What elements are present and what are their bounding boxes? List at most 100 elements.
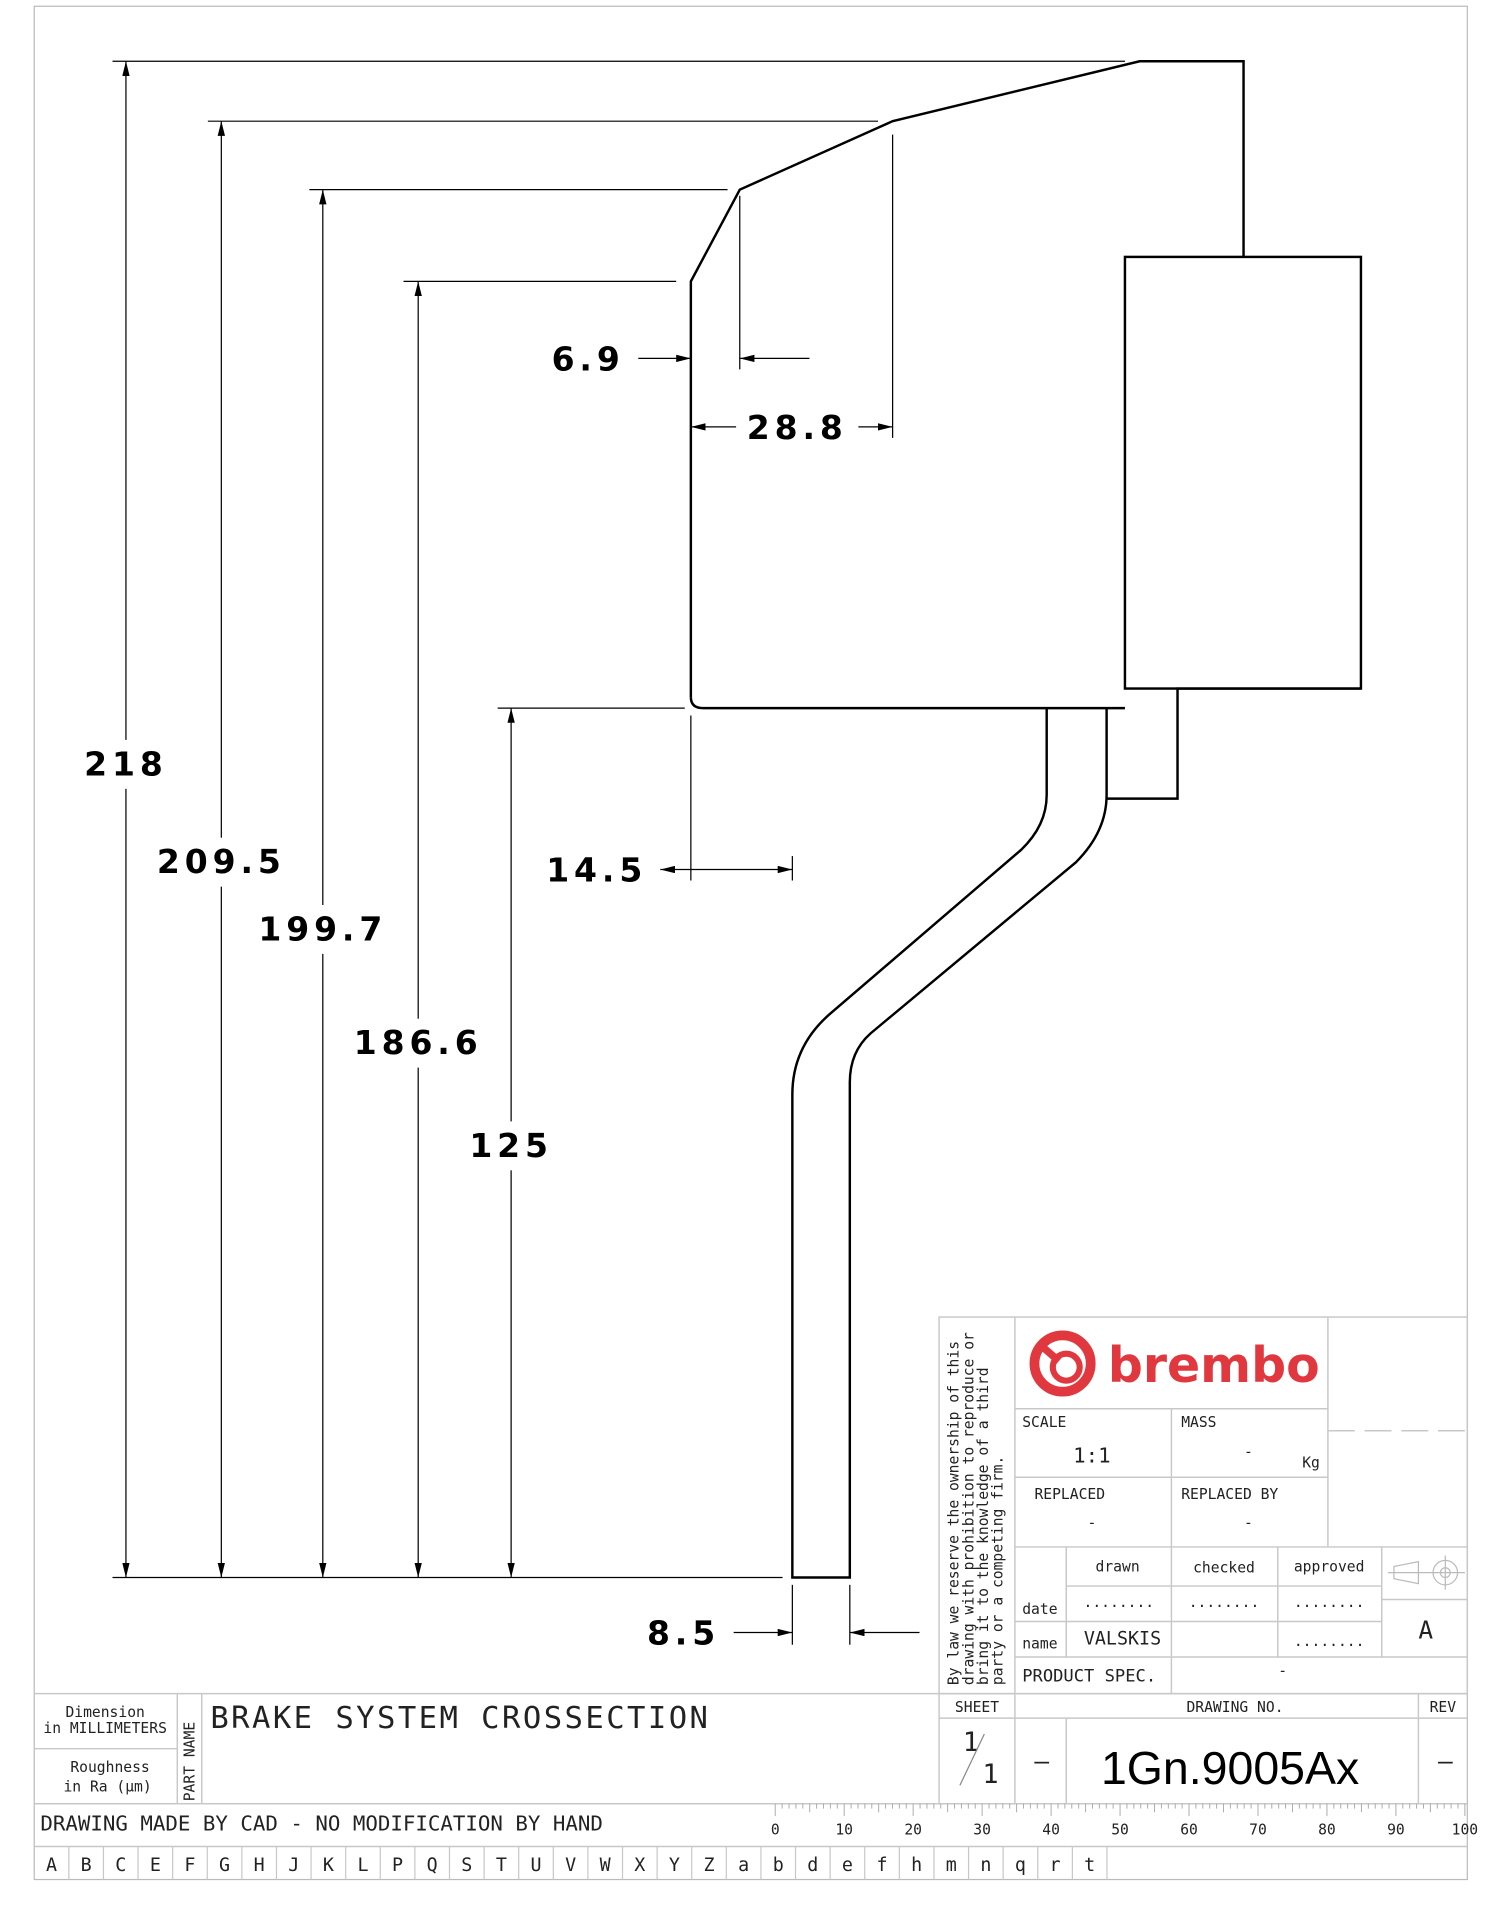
- drawing-no-label: DRAWING NO.: [1186, 1699, 1283, 1716]
- dimension-value: 8.5: [647, 1614, 720, 1653]
- grid-letter: r: [1050, 1855, 1061, 1876]
- replaced-by-value: -: [1244, 1514, 1253, 1531]
- grid-letter: X: [634, 1855, 645, 1876]
- grid-letter: P: [392, 1855, 403, 1876]
- ruler-label: 70: [1249, 1821, 1267, 1838]
- replaced-label: REPLACED: [1034, 1486, 1105, 1503]
- projection-letter: A: [1418, 1616, 1433, 1645]
- grid-letter: q: [1015, 1855, 1026, 1876]
- dimension-209-5: 209.5: [156, 121, 287, 1578]
- dimension-6-9: 6.9: [552, 340, 810, 379]
- grid-letter: S: [461, 1855, 472, 1876]
- ruler-label: 20: [904, 1821, 922, 1838]
- ruler-label: 10: [835, 1821, 853, 1838]
- date-approved: ........: [1294, 1594, 1365, 1611]
- product-spec-label: PRODUCT SPEC.: [1022, 1666, 1156, 1686]
- grid-letter: E: [150, 1855, 161, 1876]
- mass-value: -: [1244, 1443, 1253, 1460]
- dimension-value: 14.5: [546, 851, 647, 890]
- grid-letter: G: [219, 1855, 230, 1876]
- rev-value: —: [1438, 1746, 1453, 1775]
- name-label: name: [1022, 1635, 1057, 1652]
- ruler-label: 80: [1318, 1821, 1336, 1838]
- name-approved: ........: [1294, 1633, 1365, 1650]
- extension-lines: [112, 60, 1125, 1645]
- grid-letter: U: [530, 1855, 541, 1876]
- dimension-value: 186.6: [354, 1023, 483, 1062]
- dimension-value: 125: [469, 1126, 553, 1165]
- part-outline: [689, 60, 1363, 1579]
- sheet-border: [33, 5, 1468, 1881]
- brembo-logo: brembo: [1029, 1330, 1320, 1397]
- disclaimer-line: drawing with prohibition to reproduce or: [960, 1332, 977, 1685]
- part-name-label: PART NAME: [181, 1722, 198, 1801]
- grid-letter: Z: [703, 1855, 714, 1876]
- mass-unit: Kg: [1302, 1454, 1320, 1471]
- date-checked: ........: [1189, 1594, 1260, 1611]
- ruler-label: 60: [1180, 1821, 1198, 1838]
- projection-symbol-icon: [1387, 1555, 1465, 1590]
- grid-letter: T: [496, 1855, 507, 1876]
- dimension-125: 125: [469, 708, 553, 1578]
- scale-value: 1:1: [1073, 1444, 1111, 1468]
- title-block-grid: [34, 1316, 1469, 1848]
- grid-letter: B: [81, 1855, 92, 1876]
- date-drawn: ........: [1084, 1594, 1155, 1611]
- grid-letter: F: [184, 1855, 195, 1876]
- grid-letter: t: [1084, 1855, 1095, 1876]
- grid-letter: H: [254, 1855, 265, 1876]
- mass-label: MASS: [1181, 1414, 1216, 1431]
- sheet-fraction-slash: [959, 1733, 985, 1786]
- grid-letter: a: [738, 1855, 749, 1876]
- sheet-number: 1: [963, 1727, 979, 1758]
- disclaimer-line: party or a competing firm.: [990, 1456, 1007, 1685]
- rev-label: REV: [1430, 1699, 1457, 1716]
- part-name: BRAKE SYSTEM CROSSECTION: [210, 1701, 710, 1736]
- sheet-dash: —: [1034, 1746, 1049, 1775]
- brand-name: brembo: [1108, 1337, 1320, 1394]
- disclaimer-line: bring it to the knowledge of a third: [975, 1367, 992, 1685]
- grid-letter: C: [115, 1855, 126, 1876]
- disclaimer-line: By law we reserve the ownership of this: [946, 1341, 963, 1685]
- roughness-note-unit: in Ra (µm): [63, 1778, 151, 1795]
- grid-letter: K: [323, 1855, 334, 1876]
- drawn-label: drawn: [1096, 1558, 1140, 1575]
- name-drawn: VALSKIS: [1084, 1629, 1161, 1650]
- cad-note: DRAWING MADE BY CAD - NO MODIFICATION BY…: [40, 1812, 603, 1836]
- dimension-28-8: 28.8: [690, 403, 893, 451]
- grid-letter: J: [288, 1855, 299, 1876]
- grid-letter: Y: [669, 1855, 680, 1876]
- ruler-label: 50: [1111, 1821, 1129, 1838]
- dimension-value: 209.5: [157, 842, 286, 881]
- roughness-note: Roughness: [70, 1759, 149, 1776]
- dimension-14-5: 14.5: [546, 851, 793, 890]
- checked-label: checked: [1193, 1560, 1255, 1577]
- ruler-label: 90: [1387, 1821, 1405, 1838]
- approved-label: approved: [1294, 1558, 1365, 1575]
- dimension-note: Dimension: [65, 1704, 144, 1721]
- grid-letter: f: [877, 1855, 888, 1876]
- product-spec-value: -: [1278, 1662, 1287, 1679]
- grid-letter: e: [842, 1855, 853, 1876]
- grid-letter: A: [46, 1855, 57, 1876]
- ruler-label: 30: [973, 1821, 991, 1838]
- dimension-value: 218: [84, 744, 168, 783]
- ownership-disclaimer: By law we reserve the ownership of this …: [946, 1332, 1007, 1685]
- dimension-199-7: 199.7: [258, 189, 388, 1578]
- grid-letter: L: [357, 1855, 368, 1876]
- dimension-186-6: 186.6: [353, 281, 483, 1578]
- ruler-label: 100: [1452, 1821, 1478, 1838]
- dimension-value: 28.8: [747, 408, 848, 447]
- grid-letter: b: [773, 1855, 784, 1876]
- dimension-8-5: 8.5: [647, 1614, 920, 1653]
- date-label: date: [1022, 1601, 1057, 1618]
- grid-letter: W: [600, 1855, 612, 1876]
- dimension-value: 199.7: [258, 909, 387, 948]
- sheet-total: 1: [982, 1759, 998, 1790]
- grid-letter: V: [565, 1855, 576, 1876]
- grid-letter: h: [911, 1855, 922, 1876]
- replaced-value: -: [1088, 1514, 1097, 1531]
